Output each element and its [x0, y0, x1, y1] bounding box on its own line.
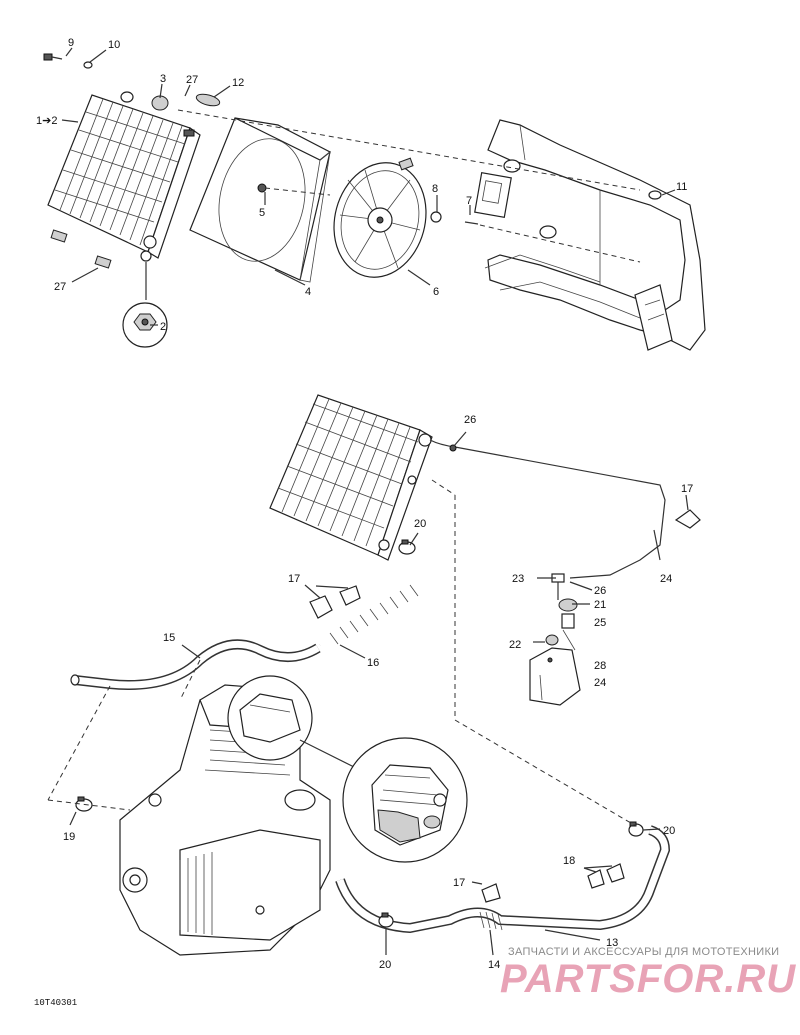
callout-17: 17 — [681, 483, 693, 495]
callout-17: 17 — [453, 877, 465, 889]
radiator-top — [47, 94, 201, 269]
detail-circle-thermostat — [299, 737, 468, 863]
callout-8: 8 — [432, 183, 438, 195]
callout-17: 17 — [288, 573, 300, 585]
callout-10: 10 — [108, 39, 120, 51]
callout-5: 5 — [259, 207, 265, 219]
radiator-bottom — [269, 394, 433, 561]
callout-23: 23 — [512, 573, 524, 585]
detail-circle-nut — [122, 262, 168, 348]
callout-24: 24 — [594, 677, 606, 689]
hose-clamp-upper — [398, 539, 416, 555]
radiator-hoses-lower — [335, 821, 671, 934]
callout-2: 2 — [160, 321, 166, 333]
callout-1-2: 1➔2 — [36, 115, 57, 127]
callout-6: 6 — [433, 286, 439, 298]
callout-12: 12 — [232, 77, 244, 89]
callout-26: 26 — [594, 585, 606, 597]
callout-20: 20 — [414, 518, 426, 530]
callout-22: 22 — [509, 639, 521, 651]
callout-19: 19 — [63, 831, 75, 843]
callout-7: 7 — [466, 195, 472, 207]
watermark-brand: PARTSFOR.RU — [500, 957, 796, 1001]
small-hardware-top — [43, 53, 221, 137]
callout-26: 26 — [464, 414, 476, 426]
callout-9: 9 — [68, 37, 74, 49]
callout-27: 27 — [54, 281, 66, 293]
watermark: ЗАПЧАСТИ И АКСЕССУАРЫ ДЛЯ МОТОТЕХНИКИ PA… — [500, 946, 796, 1001]
fan-shroud — [189, 117, 332, 283]
callout-13: 13 — [606, 937, 618, 949]
hose-clamp-19 — [75, 796, 93, 812]
callout-3: 3 — [160, 73, 166, 85]
callout-28: 28 — [594, 660, 606, 672]
callout-11: 11 — [676, 181, 687, 193]
callout-25: 25 — [594, 617, 606, 629]
callout-15: 15 — [163, 632, 175, 644]
callout-14: 14 — [488, 959, 500, 971]
coolant-reservoir-assembly — [429, 439, 666, 706]
callout-4: 4 — [305, 286, 311, 298]
cooling-fan — [333, 157, 479, 278]
callout-20: 20 — [663, 825, 675, 837]
watermark-tagline: ЗАПЧАСТИ И АКСЕССУАРЫ ДЛЯ МОТОТЕХНИКИ — [508, 946, 779, 958]
callout-labels: 9 10 3 27 12 1➔2 5 8 7 11 27 4 6 2 26 17… — [36, 37, 693, 971]
radiator-hoses-upper — [70, 544, 440, 690]
callout-16: 16 — [367, 657, 379, 669]
callout-27: 27 — [186, 74, 198, 86]
diagram-code: 10T40301 — [34, 998, 77, 1008]
vehicle-frame — [474, 119, 706, 351]
callout-18: 18 — [563, 855, 575, 867]
callout-21: 21 — [594, 599, 606, 611]
callout-24: 24 — [660, 573, 672, 585]
leader-lines-bottom — [47, 431, 689, 956]
callout-20: 20 — [379, 959, 391, 971]
leader-lines-top — [61, 47, 676, 326]
detail-circle-head — [227, 675, 313, 761]
